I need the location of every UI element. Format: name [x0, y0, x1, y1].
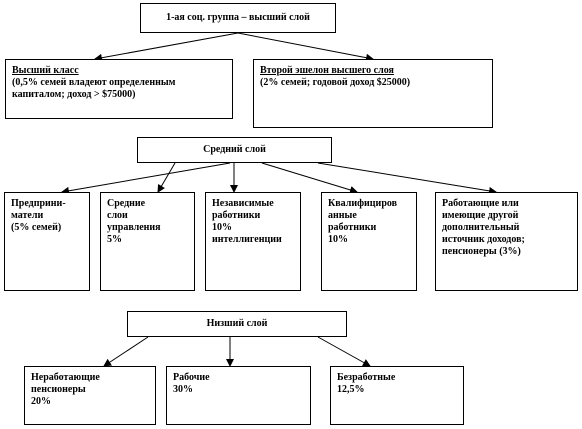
- lower-item-3-line-2: 12,5%: [337, 384, 365, 395]
- middle-item-entrepreneurs: Предприни- матели (5% семей): [4, 192, 90, 291]
- lower-item-3-line-1: Безработные: [337, 372, 396, 383]
- middle-item-4-line-2: анные: [328, 210, 357, 221]
- middle-item-5-line-3: дополнительный: [442, 222, 520, 233]
- middle-item-1-line-1: Предприни-: [11, 198, 66, 209]
- top-group-box: 1-ая соц. группа – высший слой: [140, 3, 336, 33]
- upper-class-line-2: (0,5% семей владеют определенным: [12, 77, 176, 88]
- middle-item-5-line-5: пенсионеры (3%): [442, 246, 521, 257]
- middle-item-1-line-2: матели: [11, 210, 44, 221]
- middle-item-5-line-1: Работающие или: [442, 198, 519, 209]
- arrow-middle-to-item-2: [157, 162, 176, 193]
- middle-item-4-line-4: 10%: [328, 234, 348, 245]
- arrow-middle-to-item-4: [261, 162, 358, 194]
- lower-item-workers: Рабочие 30%: [166, 366, 311, 425]
- middle-item-2-line-3: управления: [107, 222, 161, 233]
- middle-item-5-line-4: источник доходов;: [442, 234, 525, 245]
- middle-class-box: Средний слой: [137, 137, 332, 163]
- middle-item-5-line-2: имеющие другой: [442, 210, 519, 221]
- lower-item-1-line-2: пенсионеры: [31, 384, 86, 395]
- upper-second-tier-box: Второй эшелон высшего слоя (2% семей; го…: [253, 59, 493, 128]
- middle-item-skilled-workers: Квалифициров анные работники 10%: [321, 192, 417, 291]
- middle-item-2-line-4: 5%: [107, 234, 122, 245]
- middle-class-title: Средний слой: [203, 144, 266, 155]
- middle-item-other-income: Работающие или имеющие другой дополнител…: [435, 192, 578, 291]
- arrow-top-to-upper-right: [237, 32, 374, 62]
- upper-class-title: Высший класс: [12, 65, 79, 76]
- arrow-top-to-upper-left: [94, 32, 239, 62]
- upper-class-box: Высший класс (0,5% семей владеют определ…: [5, 59, 233, 119]
- lower-item-1-line-3: 20%: [31, 396, 51, 407]
- middle-item-2-line-1: Средние: [107, 198, 146, 209]
- middle-item-intelligentsia: Независимые работники 10% интеллигенции: [205, 192, 301, 291]
- arrow-middle-to-item-1: [61, 162, 231, 195]
- lower-class-box: Низший слой: [127, 311, 347, 337]
- upper-second-tier-line-2: (2% семей; годовой доход $25000): [260, 77, 411, 88]
- middle-item-4-line-3: работники: [328, 222, 377, 233]
- middle-item-3-line-3: 10%: [212, 222, 232, 233]
- middle-item-4-line-1: Квалифициров: [328, 198, 398, 209]
- upper-class-line-3: капиталом; доход > $75000): [12, 89, 136, 100]
- middle-item-3-line-4: интеллигенции: [212, 234, 282, 245]
- middle-item-3-line-2: работники: [212, 210, 261, 221]
- lower-item-2-line-1: Рабочие: [173, 372, 210, 383]
- arrow-lower-to-item-1: [103, 336, 149, 367]
- middle-item-3-line-1: Независимые: [212, 198, 274, 209]
- lower-class-title: Низший слой: [206, 318, 268, 329]
- lower-item-1-line-1: Неработающие: [31, 372, 100, 383]
- middle-item-2-line-2: слои: [107, 210, 128, 221]
- lower-item-unemployed: Безработные 12,5%: [330, 366, 464, 425]
- arrow-middle-to-item-5: [317, 162, 497, 195]
- middle-item-1-line-3: (5% семей): [11, 222, 62, 233]
- middle-item-management: Средние слои управления 5%: [100, 192, 195, 291]
- lower-item-2-line-2: 30%: [173, 384, 193, 395]
- upper-second-tier-title: Второй эшелон высшего слоя: [260, 65, 394, 76]
- top-group-title: 1-ая соц. группа – высший слой: [166, 12, 310, 23]
- arrow-lower-to-item-3: [317, 336, 371, 367]
- lower-item-pensioners: Неработающие пенсионеры 20%: [24, 366, 156, 425]
